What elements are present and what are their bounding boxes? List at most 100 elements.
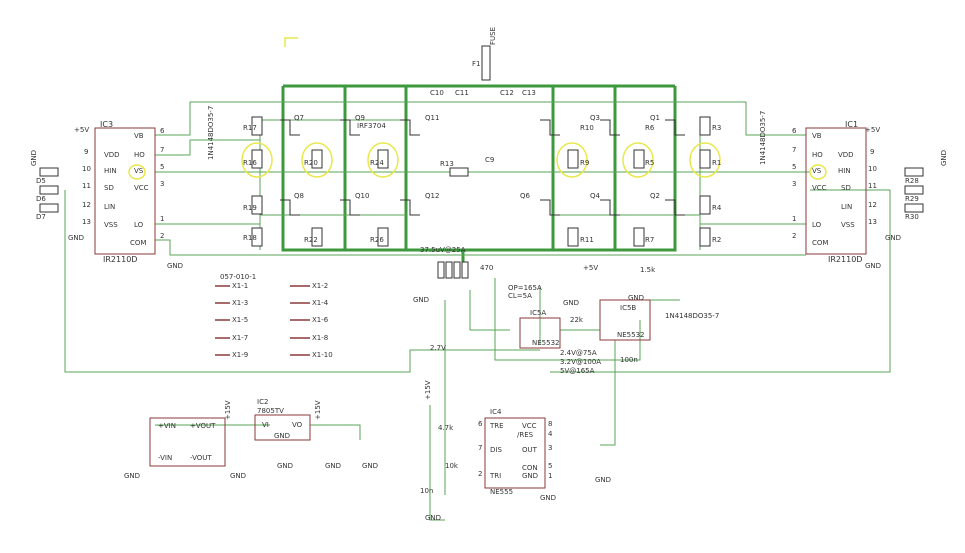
ic3-pin-lo: LO [134, 221, 144, 229]
label-r16: R16 [243, 159, 257, 167]
ic1-num-5: 5 [792, 163, 796, 171]
label-r11: R11 [580, 236, 594, 244]
ic3-name: IC3 [100, 120, 113, 129]
label-r28: D5 [36, 177, 46, 185]
label-q4: Q4 [590, 192, 601, 200]
ic5a-name: IC5A [530, 309, 546, 317]
ic4-part: NE555 [490, 488, 513, 496]
label-r4: R4 [712, 204, 722, 212]
ic2-part: 7805TV [257, 407, 284, 415]
label-r13: R28 [905, 177, 919, 185]
diode-labels: 1N4148DO35-7 1N4148DO35-7 [207, 106, 767, 165]
ic4-num-4: 4 [548, 430, 553, 438]
note-3: 5V@165A [560, 367, 595, 375]
ic1-num-10: 10 [868, 165, 877, 173]
label-vcc15-c3: +15V [314, 400, 322, 420]
label-vcc15-ic4: +15V [424, 380, 432, 400]
label-vcc15-ic2: +15V [224, 400, 232, 420]
dcdc-pin-vin-neg: -VIN [158, 454, 172, 462]
label-r9: R9 [580, 159, 589, 167]
value-27v: 2.7V [430, 344, 446, 352]
connector-name: 057-010-1 [220, 273, 256, 281]
gnd-jp1: GND [563, 299, 579, 307]
ic1-num-11: 11 [868, 182, 877, 190]
misc-labels: D5 D6 D7 R28 R29 R30 R13 C9 +5V +5V +15V… [36, 126, 919, 420]
value-10n: 10n [420, 487, 433, 495]
label-r3: R3 [712, 124, 721, 132]
label-r35: R13 [440, 160, 454, 168]
ic1-pin-hin: HIN [838, 167, 851, 175]
gnd-ic5: GND [628, 294, 644, 302]
ic4-pin-vcc: VCC [522, 422, 537, 430]
ic2-pin-vo: VO [292, 421, 303, 429]
ic3-num-5: 5 [160, 163, 164, 171]
ic3-pin-vb: VB [134, 132, 144, 140]
ic5b-part: NE5532 [617, 331, 644, 339]
ic4-pin-dis: DIS [490, 446, 502, 454]
ic1-diode: 1N4148DO35-7 [759, 111, 767, 165]
gnd-sense: GND [413, 296, 429, 304]
gnd-ic4: GND [540, 494, 556, 502]
connector-pin-4: X1-4 [312, 299, 329, 307]
control-section: IC5A NE5532 IC5B NE5532 2.4V@75A 3.2V@10… [149, 264, 719, 496]
label-irf3704: IRF3704 [357, 122, 386, 130]
gnd-ic3: GND [68, 234, 84, 242]
ic4-pin-res: /RES [517, 431, 534, 439]
connector-pin-1: X1-1 [232, 282, 248, 290]
ic4-num-5: 5 [548, 462, 552, 470]
label-f1: F1 [472, 60, 480, 68]
value-22k: 22k [570, 316, 584, 324]
ic4-num-3: 3 [548, 444, 552, 452]
ic3-driver: IC3 IR2110D VDD HIN SD LIN VSS VB HO VS … [82, 120, 165, 264]
ic3-pin-vss: VSS [104, 221, 118, 229]
ic1-pin-vcc: VCC [812, 184, 827, 192]
ic3-num-10: 10 [82, 165, 91, 173]
value-100n: 100n [620, 356, 638, 364]
ic1-num-13: 13 [868, 218, 877, 226]
ic1-pin-vss: VSS [841, 221, 855, 229]
ic3-pin-lin: LIN [104, 203, 115, 211]
value-470: 470 [480, 264, 493, 272]
cl-note: CL=5A [508, 292, 532, 300]
dcdc-pin-vout-neg: -VOUT [190, 454, 212, 462]
ic3-num-1: 1 [160, 215, 164, 223]
ic1-pin-lin: LIN [841, 203, 852, 211]
label-r6: R6 [645, 124, 655, 132]
bridge-labels: Q7 Q9 Q11 Q3 Q1 Q8 Q10 Q12 Q6 Q4 Q2 IRF3… [243, 27, 722, 254]
label-c12: C12 [500, 89, 514, 97]
gnd-right: GND [940, 150, 948, 166]
value-10k: 10k [445, 462, 459, 470]
label-r7: R7 [645, 236, 654, 244]
label-q10: Q10 [355, 192, 369, 200]
ic3-num-3: 3 [160, 180, 164, 188]
gnd-c4: GND [362, 462, 378, 470]
label-r14: R29 [905, 195, 919, 203]
ic4-pin-con: CON [522, 464, 538, 472]
label-r24: R24 [370, 159, 384, 167]
connector-pin-8: X1-8 [312, 334, 328, 342]
ic1-pin-sd: SD [841, 184, 851, 192]
label-q9: Q9 [355, 114, 365, 122]
ic3-num-11: 11 [82, 182, 91, 190]
ic1-pin-vdd: VDD [838, 151, 854, 159]
ic3-diode: 1N4148DO35-7 [207, 106, 215, 160]
ic3-pin-com: COM [130, 239, 146, 247]
ic4-num-7: 7 [478, 444, 482, 452]
connector-pin-9: X1-9 [232, 351, 248, 359]
connector-pin-3: X1-3 [232, 299, 248, 307]
ic3-num-13: 13 [82, 218, 91, 226]
ic3-pin-ho: HO [134, 151, 145, 159]
label-q7: Q7 [294, 114, 304, 122]
label-r1: R1 [712, 159, 721, 167]
ic3-num-7: 7 [160, 146, 164, 154]
ic4-num-2: 2 [478, 470, 482, 478]
wires [64, 101, 891, 521]
ic5a-part: NE5532 [532, 339, 559, 347]
ic3-pin-hin: HIN [104, 167, 117, 175]
label-q2: Q2 [650, 192, 660, 200]
ic3-num-2: 2 [160, 232, 164, 240]
ic4-pin-gnd: GND [522, 472, 538, 480]
ic2-pin-vi: VI [262, 421, 269, 429]
label-r22: R22 [304, 236, 318, 244]
